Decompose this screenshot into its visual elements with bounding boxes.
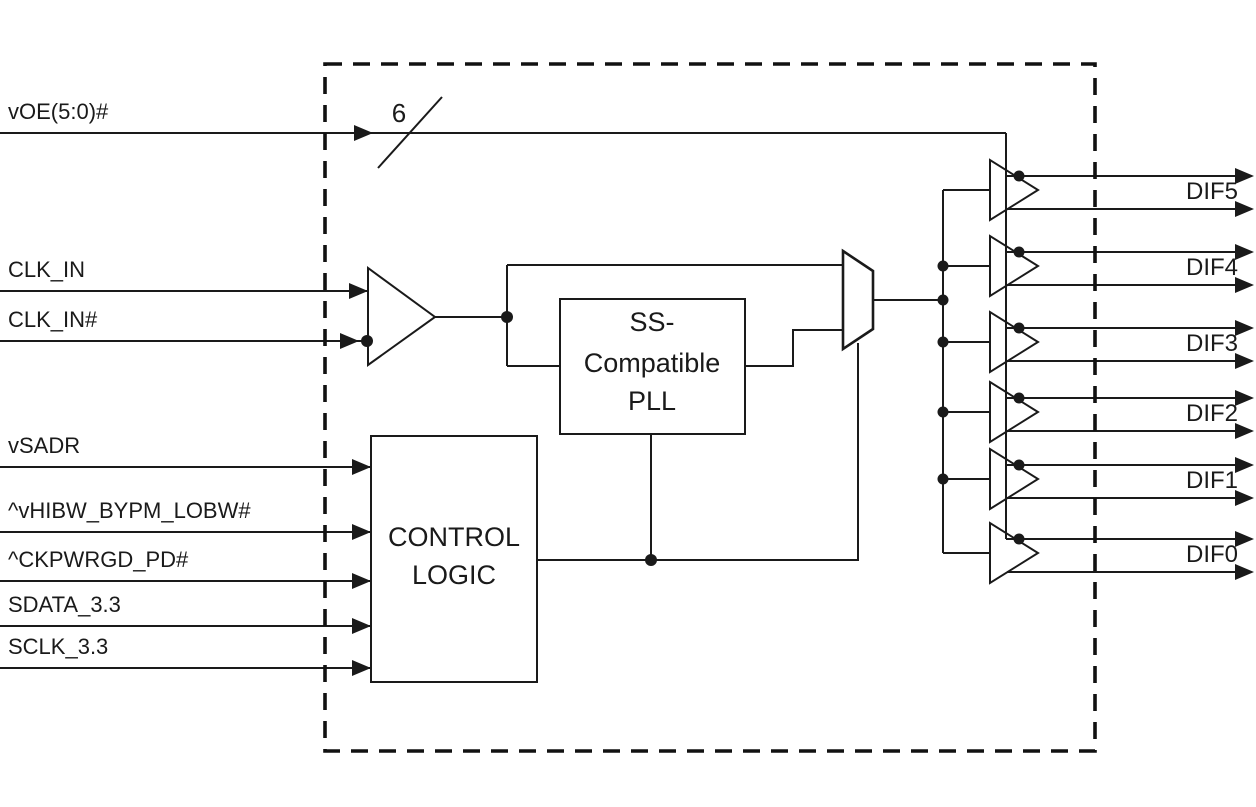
dif3-true-arrowhead: [1235, 320, 1254, 336]
output-buffer-dif3: [989, 310, 1040, 374]
pll-label-line3: PLL: [628, 386, 676, 416]
sdata-arrowhead: [352, 618, 371, 634]
dif4-true-arrowhead: [1235, 244, 1254, 260]
enable-dot-dif1: [1013, 459, 1025, 471]
output-buffer-dif5: [989, 158, 1040, 222]
dif1-comp-arrowhead: [1235, 490, 1254, 506]
dif0-comp-arrowhead: [1235, 564, 1254, 580]
enable-dot-dif4: [1013, 246, 1025, 258]
bus-width-label: 6: [392, 98, 406, 128]
vhibw-arrowhead: [352, 524, 371, 540]
buffer-output-junction-dot: [501, 311, 513, 323]
enable-dot-dif2: [1013, 392, 1025, 404]
clk-in-label: CLK_IN: [8, 257, 85, 282]
output-buffer-dif2: [989, 380, 1040, 444]
pll-label-line2: Compatible: [584, 348, 721, 378]
dif3-label: DIF3: [1186, 330, 1238, 357]
input-buffer: [367, 266, 437, 367]
junction-dots: [361, 170, 1025, 566]
enable-dot-dif5: [1013, 170, 1025, 182]
enable-dot-dif0: [1013, 533, 1025, 545]
dif1-true-arrowhead: [1235, 457, 1254, 473]
pll-to-mux-line: [745, 329, 843, 367]
dif1-label: DIF1: [1186, 467, 1238, 494]
pll-block: [559, 298, 746, 435]
voe-arrowhead: [354, 125, 373, 141]
output-buffer-dif0: [989, 521, 1040, 585]
vhibw-label: ^vHIBW_BYPM_LOBW#: [8, 498, 251, 523]
input-wires: [0, 132, 1007, 669]
sclk-arrowhead: [352, 660, 371, 676]
dif2-comp-arrowhead: [1235, 423, 1254, 439]
vsadr-arrowhead: [352, 459, 371, 475]
control-label-line2: LOGIC: [412, 560, 496, 590]
dif3-comp-arrowhead: [1235, 353, 1254, 369]
ckpwrgd-label: ^CKPWRGD_PD#: [8, 547, 189, 572]
clk-in-b-arrowhead: [340, 333, 359, 349]
column-dot-dif2: [937, 406, 949, 418]
output-buffer-dif1: [989, 447, 1040, 511]
clk-in-b-label: CLK_IN#: [8, 307, 98, 332]
sdata-label: SDATA_3.3: [8, 592, 121, 617]
enable-dot-dif3: [1013, 322, 1025, 334]
input-labels: vOE(5:0)# CLK_IN CLK_IN# vSADR ^vHIBW_BY…: [8, 99, 251, 659]
vsadr-label: vSADR: [8, 433, 80, 458]
mux: [841, 248, 875, 352]
column-dot-dif4: [937, 260, 949, 272]
dif5-true-arrowhead: [1235, 168, 1254, 184]
output-wires: [1006, 175, 1240, 573]
dif0-true-arrowhead: [1235, 531, 1254, 547]
column-dot-mux-output: [937, 294, 949, 306]
column-dot-dif1: [937, 473, 949, 485]
control-logic-block: [370, 435, 538, 683]
bus-width-slash: [377, 96, 443, 169]
clk-in-b-junction-dot: [361, 335, 373, 347]
control-label-line1: CONTROL: [388, 522, 520, 552]
pll-block-label: SS- Compatible PLL: [584, 307, 721, 416]
dif2-true-arrowhead: [1235, 390, 1254, 406]
input-arrowheads: [340, 125, 373, 676]
pll-label-line1: SS-: [629, 307, 674, 337]
dif5-comp-arrowhead: [1235, 201, 1254, 217]
dif2-label: DIF2: [1186, 400, 1238, 427]
output-arrowheads: [1235, 168, 1254, 580]
control-to-mux-select-line: [537, 343, 859, 561]
pll-control-junction-dot: [645, 554, 657, 566]
sclk-label: SCLK_3.3: [8, 634, 108, 659]
internal-wires: [435, 189, 990, 561]
ckpwrgd-arrowhead: [352, 573, 371, 589]
dif4-comp-arrowhead: [1235, 277, 1254, 293]
dif4-label: DIF4: [1186, 254, 1238, 281]
output-buffer-dif4: [989, 234, 1040, 298]
output-buffers: [989, 158, 1040, 585]
output-labels: DIF5 DIF4 DIF3 DIF2 DIF1 DIF0: [1186, 178, 1238, 568]
column-dot-dif3: [937, 336, 949, 348]
dif5-label: DIF5: [1186, 178, 1238, 205]
control-logic-label: CONTROL LOGIC: [388, 522, 520, 590]
clk-in-arrowhead: [349, 283, 368, 299]
dif0-label: DIF0: [1186, 541, 1238, 568]
voe-label: vOE(5:0)#: [8, 99, 109, 124]
